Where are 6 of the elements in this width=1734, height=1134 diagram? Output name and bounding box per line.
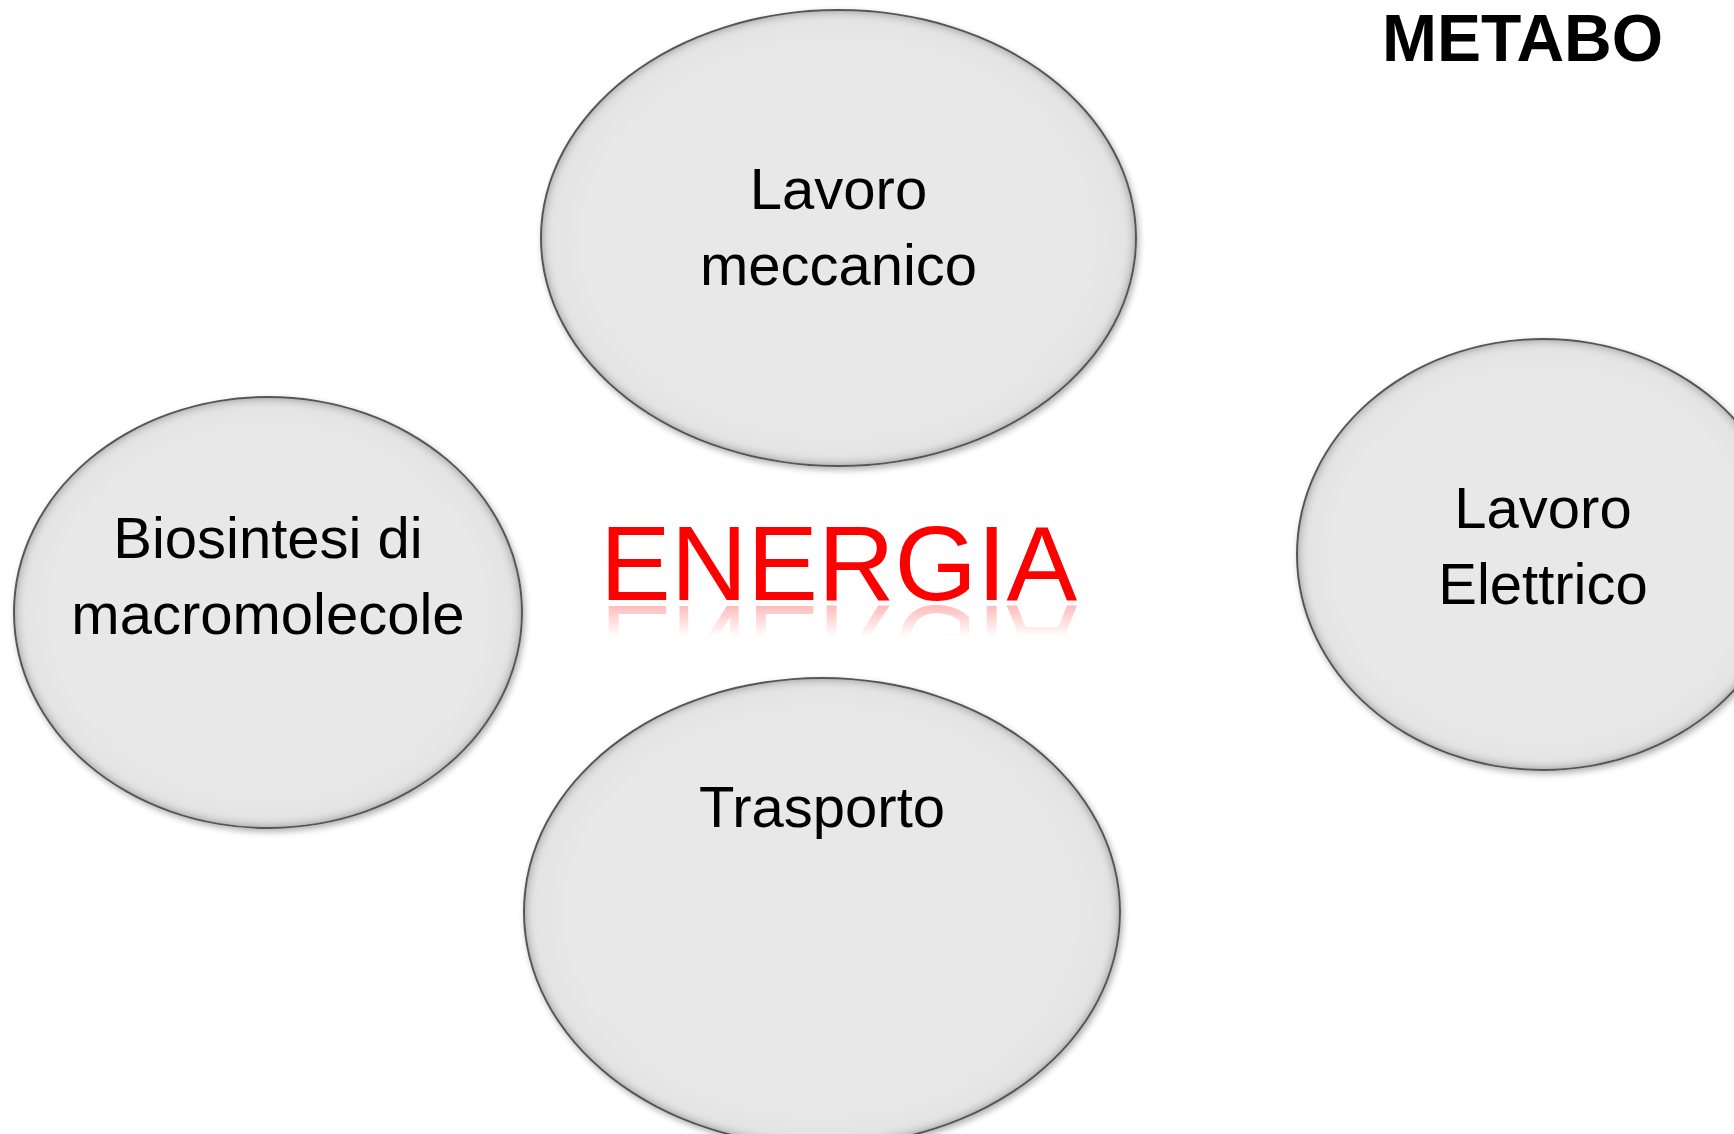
slide-title: METABO — [1382, 0, 1664, 76]
node-label: Lavoro meccanico — [698, 155, 979, 299]
center-heading: ENERGIA — [600, 505, 1078, 622]
node-label: Lavoro Elettrico — [1437, 474, 1649, 618]
node-label: Biosintesi di macromolecole — [70, 504, 466, 648]
node-label: Trasporto — [698, 773, 945, 841]
